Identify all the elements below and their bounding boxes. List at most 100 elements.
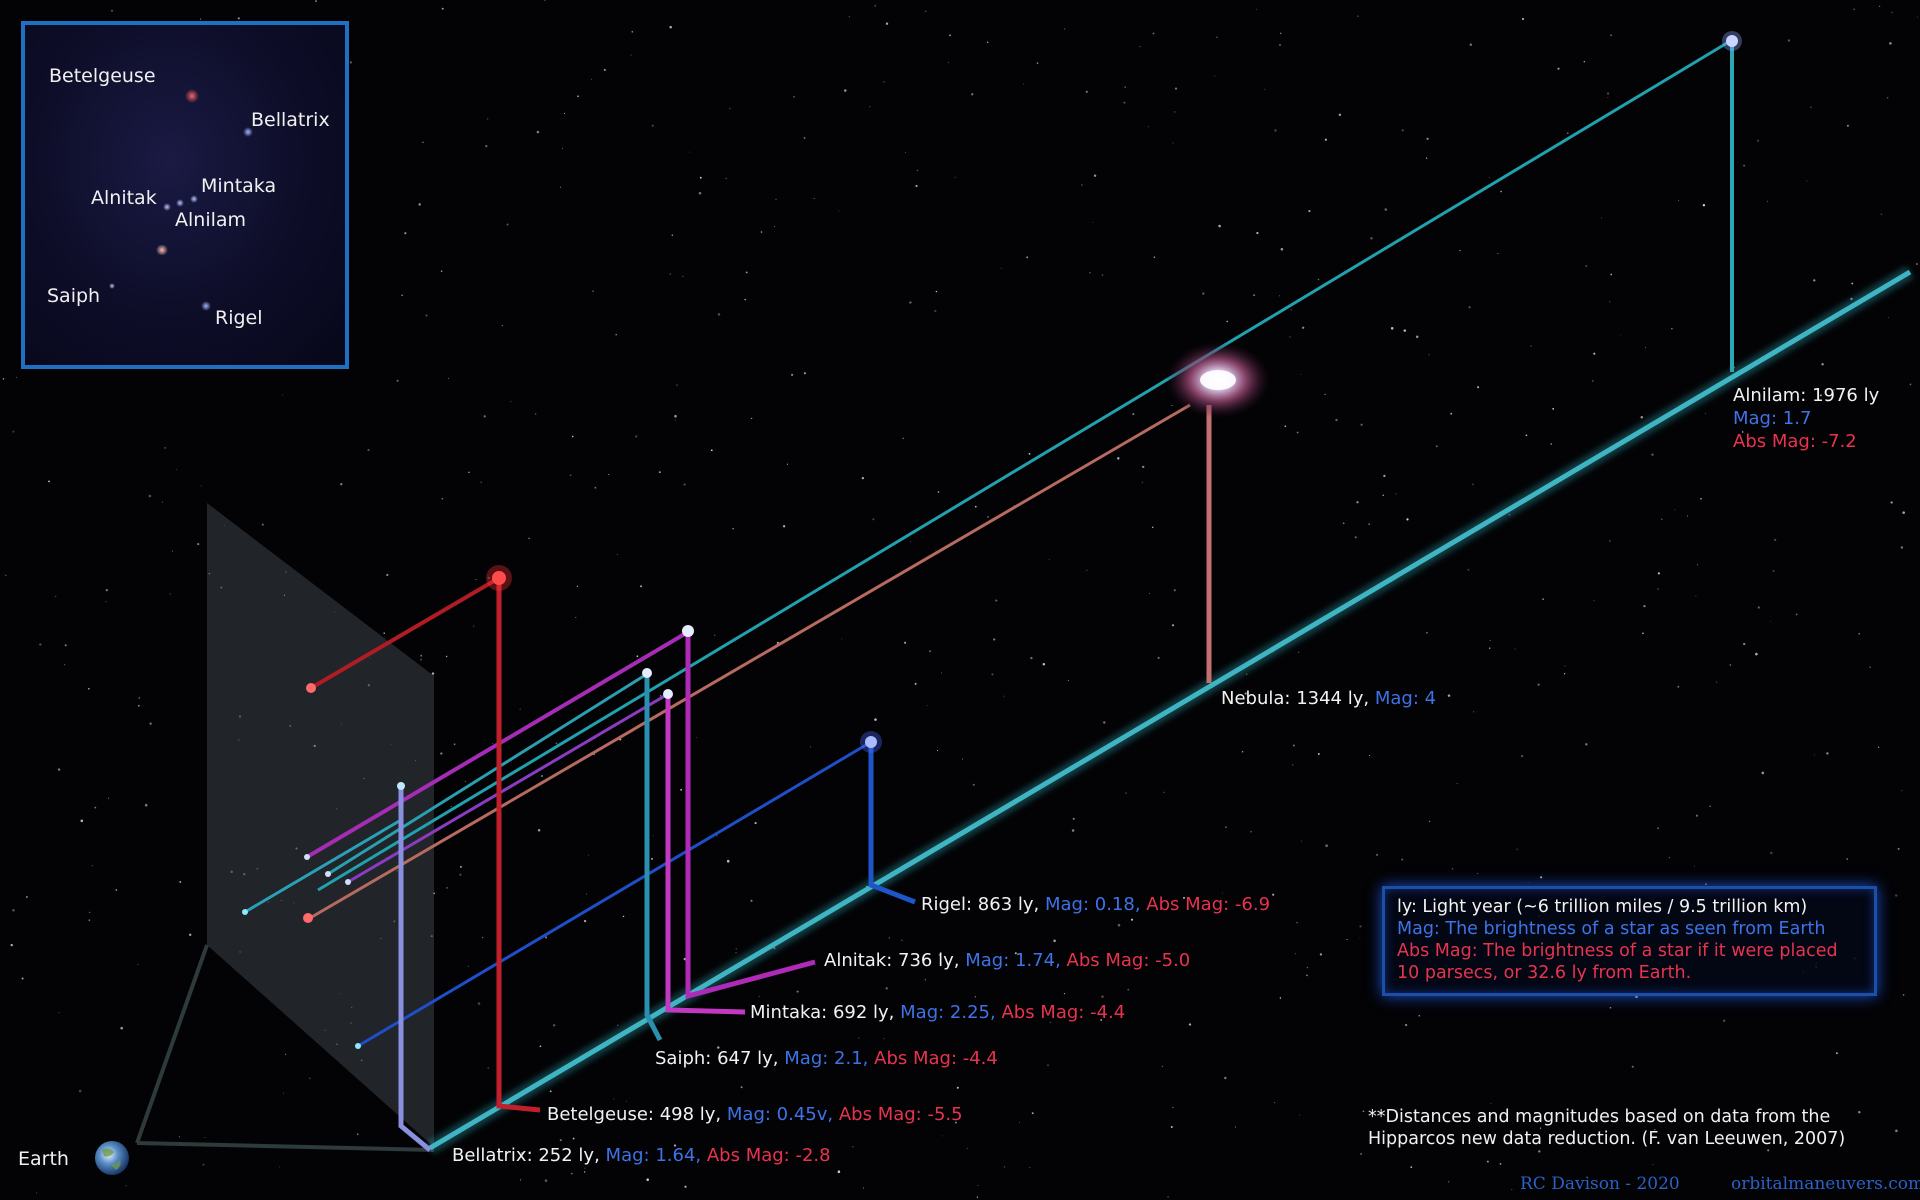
background-star (440, 752, 443, 755)
background-star (1772, 569, 1775, 573)
background-star (1894, 894, 1898, 897)
background-star (1787, 39, 1791, 42)
background-star (1256, 8, 1257, 10)
background-star (725, 177, 727, 180)
background-star (1729, 664, 1732, 666)
background-star (793, 95, 796, 98)
background-star (88, 919, 91, 922)
background-star (420, 654, 423, 657)
background-star (404, 232, 407, 235)
background-star (1325, 844, 1328, 847)
background-star (682, 275, 684, 278)
background-star (658, 471, 661, 474)
background-star (1606, 92, 1610, 95)
background-star (1886, 97, 1889, 99)
background-star (803, 372, 806, 375)
legend-abs-1: Abs Mag: The brightness of a star if it … (1397, 941, 1838, 961)
background-star (39, 643, 42, 646)
background-star (977, 1185, 979, 1186)
background-star (683, 957, 687, 961)
background-star (89, 911, 91, 914)
background-star (464, 780, 467, 783)
background-star (1593, 352, 1596, 355)
legend-box: ly: Light year (~6 trillion miles / 9.5 … (1382, 886, 1877, 996)
background-star (1244, 692, 1247, 695)
background-star (1151, 526, 1154, 529)
label-rigel: Rigel: 863 ly, Mag: 0.18, Abs Mag: -6.9 (921, 894, 1271, 915)
background-star (1225, 826, 1227, 828)
background-star (1435, 445, 1438, 448)
background-star (448, 377, 450, 379)
background-star (914, 682, 917, 685)
background-star (1053, 939, 1056, 943)
background-star (1723, 1019, 1726, 1022)
background-star (1814, 754, 1816, 756)
background-star (472, 625, 475, 627)
background-star (1153, 256, 1156, 258)
background-star (483, 415, 486, 418)
background-star (1296, 431, 1299, 434)
background-star (1031, 1112, 1034, 1115)
background-star (683, 483, 686, 486)
background-star (1036, 62, 1039, 64)
background-star (396, 379, 399, 382)
background-star (148, 494, 152, 498)
background-star (1003, 1166, 1006, 1168)
background-star (1705, 883, 1707, 885)
background-star (137, 704, 140, 707)
background-star (1174, 111, 1176, 113)
betelgeuse-star (492, 571, 506, 585)
earth-label: Earth (18, 1148, 69, 1170)
background-star (1686, 515, 1688, 517)
background-star (1415, 335, 1419, 339)
background-star (559, 186, 561, 188)
background-star (1047, 1064, 1049, 1066)
background-star (941, 672, 943, 674)
background-star (1019, 1122, 1020, 1123)
background-star (1202, 292, 1205, 295)
background-star (545, 936, 548, 939)
background-star (844, 89, 847, 92)
background-star (1298, 651, 1300, 653)
background-star (1410, 1166, 1413, 1168)
background-star (1335, 418, 1338, 422)
background-star (477, 1002, 481, 1005)
background-star (1152, 32, 1155, 35)
background-star (1274, 129, 1277, 132)
background-star (1757, 606, 1760, 609)
background-star (1403, 329, 1407, 332)
background-star (485, 145, 488, 148)
background-star (420, 658, 422, 661)
background-star (1704, 412, 1707, 415)
background-star (1030, 656, 1033, 660)
background-star (1693, 865, 1695, 867)
inset-label-alnilam: Alnilam (175, 209, 247, 231)
background-star (1319, 953, 1323, 956)
inset-star-saiph (109, 283, 115, 289)
background-star (885, 987, 888, 990)
background-star (1101, 274, 1104, 276)
inset-star-alnilam (176, 199, 184, 207)
background-star (1610, 273, 1613, 276)
background-star (1525, 434, 1528, 437)
background-star (848, 16, 850, 18)
background-star (1049, 1021, 1051, 1023)
background-star (164, 446, 167, 449)
background-star (1645, 346, 1646, 348)
background-star (1425, 157, 1428, 159)
background-star (902, 437, 904, 440)
background-star (852, 1146, 854, 1148)
background-star (1338, 113, 1342, 117)
background-star (1161, 1065, 1163, 1068)
background-star (1635, 995, 1638, 999)
mintaka-drop-line (665, 694, 746, 1015)
background-star (1583, 61, 1585, 63)
background-star (1072, 817, 1075, 820)
background-star (1274, 1102, 1276, 1104)
background-star (539, 1045, 542, 1048)
background-star (446, 887, 448, 889)
background-star (87, 687, 90, 690)
background-star (926, 705, 928, 707)
background-star (1370, 237, 1373, 240)
background-star (1163, 791, 1165, 793)
